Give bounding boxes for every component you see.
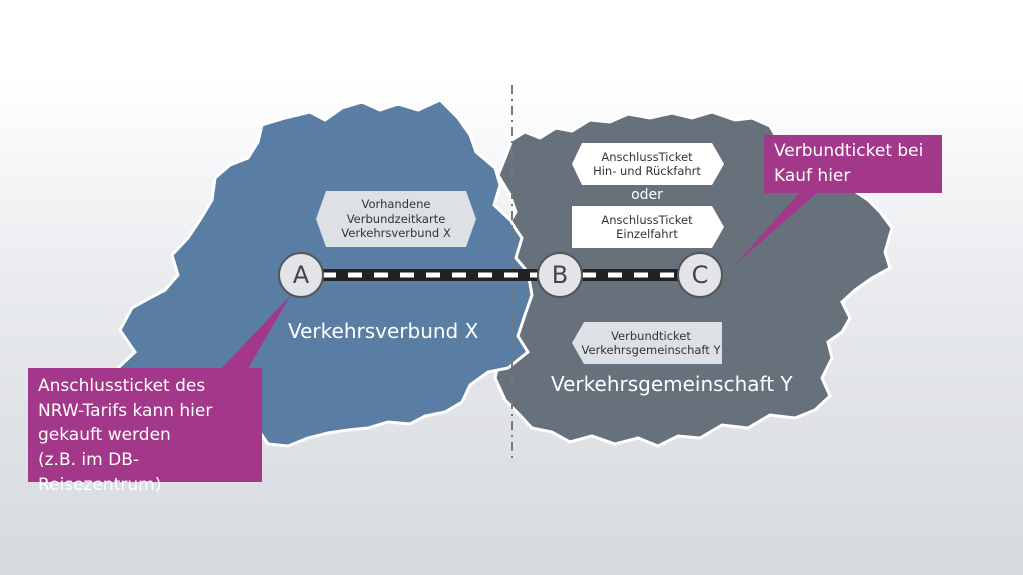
region-y-name: Verkehrsgemeinschaft Y: [551, 372, 793, 396]
station-a-label: A: [292, 261, 310, 289]
single-ticket-shape: [572, 206, 724, 248]
round-trip-ticket-line2: Hin- und Rückfahrt: [593, 164, 701, 178]
nrw-callout-line2: NRW-Tarifs kann hier: [38, 400, 213, 421]
y-ticket-line2: Verkehrsgemeinschaft Y: [581, 343, 721, 357]
single-ticket-line1: AnschlussTicket: [601, 212, 693, 227]
existing-ticket-line1: Vorhandene: [361, 197, 431, 212]
nrw-callout-pointer: [218, 296, 290, 372]
existing-ticket-label: Vorhandene Verbundzeitkarte Verkehrsverb…: [320, 193, 472, 245]
verbund-callout-line2: Kauf hier: [774, 165, 851, 186]
y-ticket-label: Verbundticket Verkehrsgemeinschaft Y: [578, 324, 724, 362]
verbund-callout-pointer: [736, 192, 818, 264]
station-c-circle: [677, 252, 723, 298]
single-ticket-line2: Einzelfahrt: [616, 227, 678, 241]
round-trip-ticket-label: AnschlussTicket Hin- und Rückfahrt: [574, 145, 720, 183]
region-x-name: Verkehrsverbund X: [288, 319, 479, 343]
y-ticket-shape: [572, 322, 722, 364]
existing-ticket-shape: [316, 191, 476, 247]
round-trip-ticket-line1: AnschlussTicket: [601, 149, 693, 164]
nrw-callout-line3: gekauft werden: [38, 425, 171, 446]
nrw-callout-line4: (z.B. im DB-Reisezentrum): [38, 449, 162, 495]
y-ticket-line1: Verbundticket: [611, 328, 691, 343]
station-c-label: C: [691, 261, 709, 289]
nrw-callout-line1: Anschlussticket des: [38, 376, 206, 396]
existing-ticket-line2: Verbundzeitkarte: [346, 211, 446, 226]
route-track: [300, 269, 702, 281]
station-b-label: B: [551, 261, 569, 289]
round-trip-ticket-shape: [572, 143, 724, 185]
existing-ticket-line3: Verkehrsverbund X: [341, 226, 451, 241]
nrw-ticket-callout: Anschlussticket des NRW-Tarifs kann hier…: [28, 368, 262, 495]
station-b-circle: [537, 252, 583, 298]
single-ticket-label: AnschlussTicket Einzelfahrt: [574, 208, 720, 246]
or-text: oder: [631, 187, 663, 203]
station-a-circle: [278, 252, 324, 298]
verbund-callout-line1: Verbundticket bei: [774, 141, 924, 161]
verbund-ticket-callout: Verbundticket bei Kauf hier: [764, 135, 942, 193]
